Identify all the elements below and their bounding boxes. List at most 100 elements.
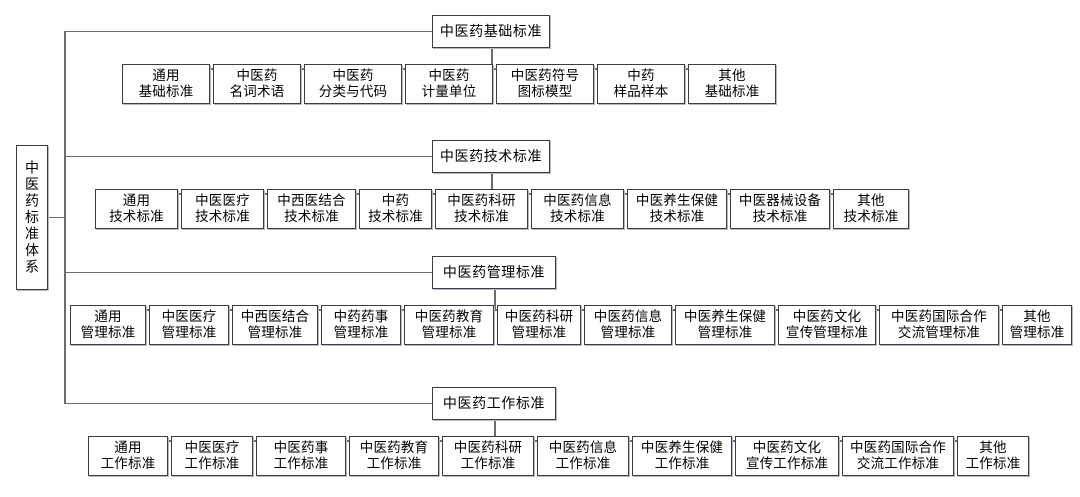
group-header-work[interactable]: 中医药工作标准	[432, 387, 556, 420]
leaf-node-management-0[interactable]: 通用管理标准	[70, 305, 146, 345]
leaf-node-management-10[interactable]: 其他管理标准	[1002, 305, 1072, 345]
leaf-node-line2: 名词术语	[229, 84, 285, 99]
leaf-node-line1: 中医药符号	[510, 68, 580, 84]
leaf-node-line1: 中医药	[236, 68, 278, 84]
leaf-node-work-3[interactable]: 中医药教育工作标准	[349, 436, 439, 476]
leaf-node-technical-4[interactable]: 中医药科研技术标准	[435, 189, 528, 229]
group-header-label: 中医药技术标准	[439, 148, 543, 165]
leaf-node-work-8[interactable]: 中医药国际合作交流工作标准	[842, 436, 954, 476]
leaf-node-line1: 中医药文化	[752, 440, 822, 456]
group-stem-technical	[491, 173, 493, 193]
leaf-node-management-2[interactable]: 中西医结合管理标准	[232, 305, 318, 345]
leaf-node-line2: 管理标准	[600, 325, 656, 340]
leaf-node-management-5[interactable]: 中医药科研管理标准	[497, 305, 581, 345]
leaf-node-basic-5[interactable]: 中药样品样本	[597, 64, 685, 104]
leaf-node-line1: 中药药事	[333, 309, 389, 325]
leaf-node-line2: 管理标准	[161, 325, 217, 340]
leaf-node-line1: 中医养生保健	[683, 309, 767, 325]
leaf-node-technical-8[interactable]: 其他技术标准	[833, 189, 909, 229]
leaf-node-line1: 中西医结合	[240, 309, 310, 325]
group-connector-work	[64, 402, 432, 404]
leaf-node-line2: 技术标准	[454, 209, 509, 224]
leaf-node-line1: 中药	[381, 193, 410, 209]
leaf-node-management-3[interactable]: 中药药事管理标准	[321, 305, 401, 345]
leaf-node-line2: 基础标准	[704, 84, 760, 99]
leaf-node-work-0[interactable]: 通用工作标准	[88, 436, 168, 476]
leaf-node-basic-6[interactable]: 其他基础标准	[688, 64, 776, 104]
leaf-node-line1: 通用	[114, 440, 142, 456]
leaf-node-line1: 中医药事	[273, 440, 329, 456]
leaf-node-basic-4[interactable]: 中医药符号图标模型	[496, 64, 594, 104]
leaf-node-line1: 中医药科研	[447, 193, 516, 209]
leaf-node-line1: 中医医疗	[184, 440, 240, 456]
leaf-node-management-6[interactable]: 中医药信息管理标准	[584, 305, 672, 345]
root-stub-line	[48, 216, 66, 218]
leaf-node-technical-3[interactable]: 中药技术标准	[359, 189, 432, 229]
leaf-node-technical-1[interactable]: 中医医疗技术标准	[181, 189, 264, 229]
group-header-basic[interactable]: 中医药基础标准	[432, 15, 550, 48]
leaf-node-line2: 工作标准	[555, 456, 611, 471]
leaf-node-line1: 中医医疗	[161, 309, 217, 325]
leaf-node-line2: 技术标准	[195, 209, 250, 224]
leaf-node-line2: 技术标准	[752, 209, 808, 224]
leaf-node-line2: 工作标准	[100, 456, 156, 471]
leaf-node-line1: 其他	[1023, 309, 1051, 325]
leaf-node-line2: 计量单位	[421, 84, 477, 99]
leaf-node-work-7[interactable]: 中医药文化宣传工作标准	[735, 436, 839, 476]
leaf-node-line2: 管理标准	[247, 325, 303, 340]
leaf-node-line1: 中医药文化	[792, 309, 862, 325]
leaf-node-work-5[interactable]: 中医药信息工作标准	[537, 436, 629, 476]
leaf-node-technical-6[interactable]: 中医养生保健技术标准	[627, 189, 727, 229]
leaf-node-line2: 分类与代码	[318, 84, 388, 99]
leaf-node-management-1[interactable]: 中医医疗管理标准	[149, 305, 229, 345]
leaf-node-line2: 管理标准	[511, 325, 567, 340]
group-stem-management	[494, 289, 496, 309]
leaf-node-management-4[interactable]: 中医药教育管理标准	[404, 305, 494, 345]
leaf-node-work-1[interactable]: 中医医疗工作标准	[171, 436, 253, 476]
root-node[interactable]: 中医药标准体系	[16, 145, 48, 290]
leaf-node-line2: 管理标准	[80, 325, 136, 340]
group-connector-technical	[64, 155, 432, 157]
leaf-node-line1: 中医药科研	[453, 440, 523, 456]
leaf-node-line2: 样品样本	[613, 84, 669, 99]
leaf-node-basic-1[interactable]: 中医药名词术语	[213, 64, 301, 104]
leaf-node-technical-0[interactable]: 通用技术标准	[95, 189, 178, 229]
group-header-management[interactable]: 中医药管理标准	[432, 256, 556, 289]
leaf-node-work-9[interactable]: 其他工作标准	[957, 436, 1029, 476]
leaf-node-work-6[interactable]: 中医养生保健工作标准	[632, 436, 732, 476]
leaf-node-line1: 中医药	[428, 68, 470, 84]
leaf-node-line1: 中医药	[332, 68, 374, 84]
leaf-node-work-2[interactable]: 中医药事工作标准	[256, 436, 346, 476]
leaf-node-line1: 其他	[718, 68, 746, 84]
leaf-node-line2: 工作标准	[184, 456, 240, 471]
leaf-node-line1: 通用	[122, 193, 151, 209]
leaf-node-line2: 技术标准	[649, 209, 705, 224]
leaf-node-basic-2[interactable]: 中医药分类与代码	[304, 64, 402, 104]
leaf-node-basic-3[interactable]: 中医药计量单位	[405, 64, 493, 104]
group-header-technical[interactable]: 中医药技术标准	[432, 140, 550, 173]
leaf-node-line2: 技术标准	[368, 209, 423, 224]
leaf-node-line1: 中医器械设备	[738, 193, 822, 209]
leaf-node-line2: 技术标准	[284, 209, 339, 224]
leaf-node-line1: 中医药国际合作	[850, 440, 946, 456]
leaf-node-technical-5[interactable]: 中医药信息技术标准	[531, 189, 624, 229]
leaf-node-basic-0[interactable]: 通用基础标准	[122, 64, 210, 104]
leaf-node-line1: 中医药信息	[593, 309, 663, 325]
leaf-node-management-8[interactable]: 中医药文化宣传管理标准	[778, 305, 876, 345]
group-stem-work	[494, 420, 496, 440]
leaf-node-work-4[interactable]: 中医药科研工作标准	[442, 436, 534, 476]
leaf-node-line1: 中医药科研	[504, 309, 574, 325]
leaf-node-line1: 通用	[152, 68, 180, 84]
leaf-node-line2: 工作标准	[366, 456, 422, 471]
group-header-label: 中医药基础标准	[439, 23, 543, 40]
leaf-node-technical-7[interactable]: 中医器械设备技术标准	[730, 189, 830, 229]
leaf-node-management-7[interactable]: 中医养生保健管理标准	[675, 305, 775, 345]
leaf-node-line2: 宣传工作标准	[745, 456, 829, 471]
leaf-node-line2: 管理标准	[333, 325, 389, 340]
leaf-node-line1: 中医药教育	[359, 440, 429, 456]
leaf-node-line1: 中医药信息	[543, 193, 612, 209]
leaf-node-management-9[interactable]: 中医药国际合作交流管理标准	[879, 305, 999, 345]
leaf-node-line2: 工作标准	[965, 456, 1021, 471]
leaf-node-technical-2[interactable]: 中西医结合技术标准	[267, 189, 356, 229]
